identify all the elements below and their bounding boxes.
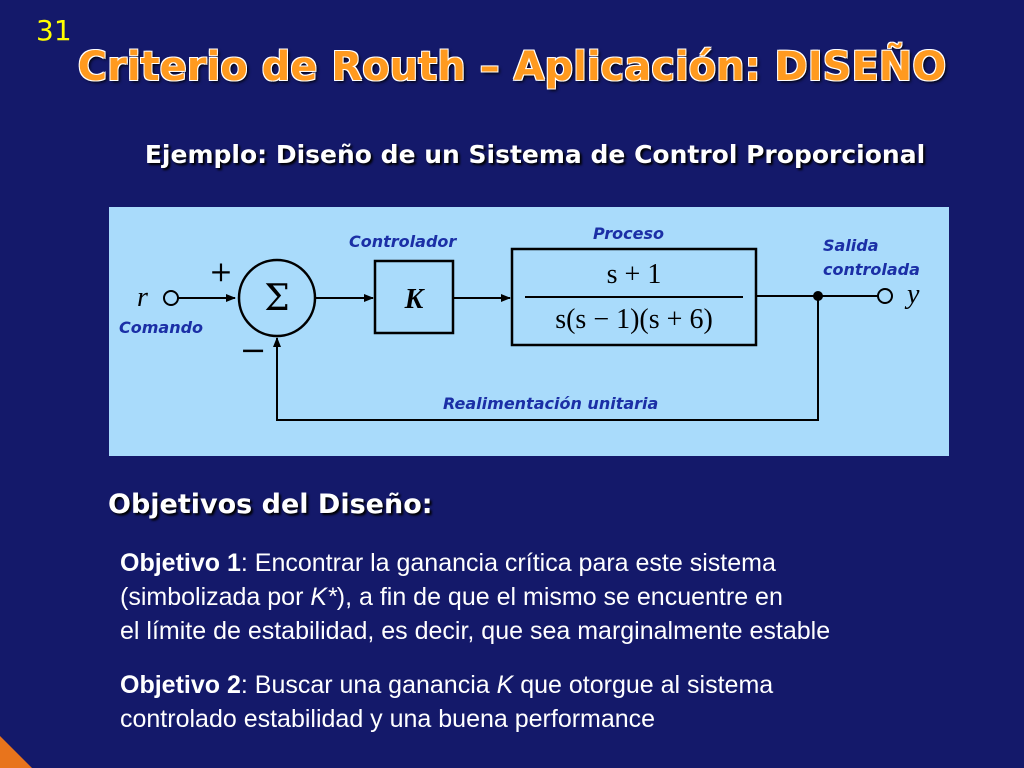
slide-subtitle: Ejemplo: Diseño de un Sistema de Control… bbox=[144, 140, 926, 169]
output-terminal bbox=[877, 288, 893, 304]
objective-1: Objetivo 1: Encontrar la ganancia crític… bbox=[120, 546, 830, 648]
critical-gain-symbol: K* bbox=[310, 583, 337, 611]
transfer-function-denominator: s(s − 1)(s + 6) bbox=[555, 304, 713, 335]
gain-symbol-text: K bbox=[496, 671, 514, 699]
objective-2-label: Objetivo 2 bbox=[120, 671, 241, 699]
salida-label-line1: Salida bbox=[823, 236, 879, 255]
transfer-function-numerator: s + 1 bbox=[607, 259, 662, 290]
objective-2: Objetivo 2: Buscar una ganancia K que ot… bbox=[120, 668, 773, 736]
block-diagram: r Σ + − Comando Controlador Proceso Sali… bbox=[109, 207, 949, 456]
objective-2-line-1: Objetivo 2: Buscar una ganancia K que ot… bbox=[120, 671, 774, 699]
proceso-label: Proceso bbox=[593, 224, 664, 243]
slide-title: Criterio de Routh – Aplicación: DISEÑO bbox=[77, 44, 947, 90]
gain-symbol: K bbox=[404, 284, 426, 315]
salida-label-line2: controlada bbox=[823, 260, 920, 279]
objective-2-line-2: controlado estabilidad y una buena perfo… bbox=[120, 705, 656, 733]
objective-1-line-3: el límite de estabilidad, es decir, que … bbox=[120, 617, 831, 645]
controlador-label: Controlador bbox=[349, 232, 457, 251]
plus-sign: + bbox=[209, 255, 232, 288]
objective-1-line-1: Objetivo 1: Encontrar la ganancia crític… bbox=[120, 549, 776, 577]
corner-decoration bbox=[0, 736, 32, 768]
input-terminal bbox=[163, 290, 179, 306]
input-symbol: r bbox=[137, 282, 148, 313]
sum-symbol: Σ bbox=[264, 278, 289, 319]
objective-1-line-2: (simbolizada por K*), a fin de que el mi… bbox=[120, 583, 783, 611]
feedback-path bbox=[276, 296, 819, 421]
objectives-heading: Objetivos del Diseño: bbox=[108, 489, 433, 520]
realimentacion-label: Realimentación unitaria bbox=[443, 394, 658, 413]
minus-sign: − bbox=[240, 331, 267, 369]
objective-1-label: Objetivo 1 bbox=[120, 549, 241, 577]
output-symbol: y bbox=[904, 279, 920, 310]
slide-number: 31 bbox=[36, 14, 72, 47]
comando-label: Comando bbox=[119, 318, 203, 337]
block-diagram-svg: r Σ + − Comando Controlador Proceso Sali… bbox=[119, 224, 920, 421]
